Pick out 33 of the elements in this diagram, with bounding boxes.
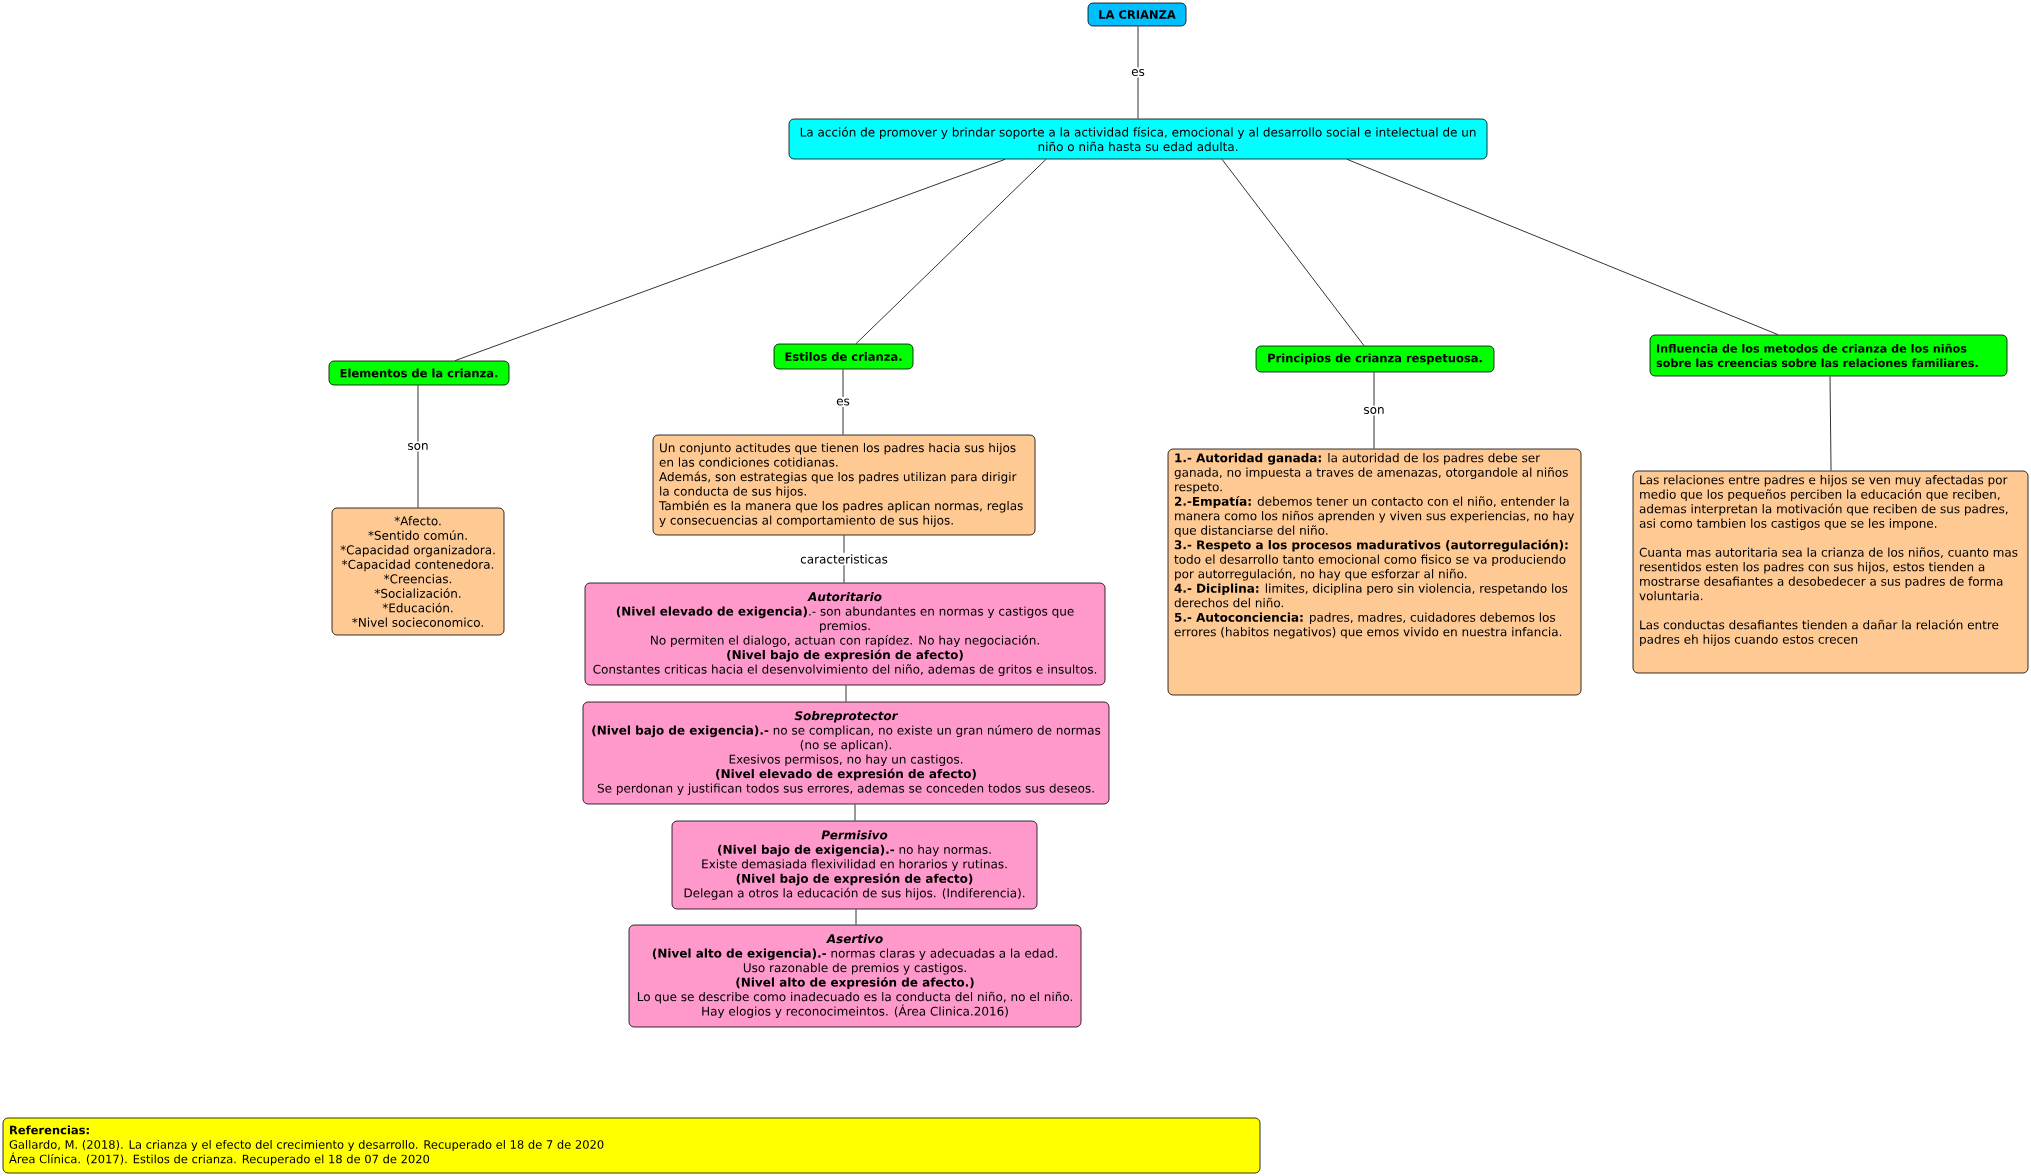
- connector-line: [845, 685, 847, 702]
- style-box: Sobreprotector (Nivel bajo de exigencia).- no se complican, no existe un gran número de normas (no se aplican). Exesivos permisos, no hay un castigos. (Nivel elevado de expresión de afecto) Se perdonan y justifican todos sus errores, ademas se conceden todos sus deseos.: [582, 701, 1110, 805]
- concept-box: Estilos de crianza.: [773, 343, 914, 370]
- title-box: LA CRIANZA: [1087, 2, 1187, 27]
- connector-line: [842, 369, 844, 435]
- edge-label: son: [405, 441, 431, 452]
- references-box: Referencias: Gallardo, M. (2018). La crianza y el efecto del crecimiento y desarrollo. Recuperado el 18 de 7 de 2020 Área Clínica. (2017). Estilos de crianza. Recuperado el 18 de 07 de 2020: [2, 1117, 1261, 1174]
- concept-box: 1.- Autoridad ganada: la autoridad de los padres debe ser ganada, no impuesta a traves de amenazas, otorgandole al niños respeto. 2.-Empatía: debemos tener un contacto con el niño, entender la manera como los niños aprenden y viven sus experiencias, no hay que distanciarse del niño. 3.- Respeto a los procesos madurativos (autorregulación): todo el desarrollo tanto emocional como fisico se va produciendo por autorregulación, no hay que esforzar al niño. 4.- Diciplina: limites, diciplina pero sin violencia, respetando los derechos del niño. 5.- Autoconciencia: padres, madres, cuidadores debemos los errores (habitos negativos) que emos vivido en nuestra infancia.: [1167, 448, 1582, 696]
- connector-line: [843, 535, 845, 583]
- style-box: Permisivo (Nivel bajo de exigencia).- no hay normas. Existe demasiada flexivilidad en horarios y rutinas. (Nivel bajo de expresión de afecto) Delegan a otros la educación de sus hijos. (Indiferencia).: [671, 820, 1038, 910]
- concept-box: Influencia de los metodos de crianza de los niños sobre las creencias sobre las relaciones familiares.: [1649, 334, 2008, 377]
- edge-label: son: [1361, 405, 1387, 416]
- edge-label: es: [1129, 67, 1147, 78]
- style-box: Autoritario (Nivel elevado de exigencia).- son abundantes en normas y castigos que premios. No permiten el dialogo, actuan con rapídez. No hay negociación. (Nivel bajo de expresión de afecto) Constantes criticas hacia el desenvolvimiento del niño, ademas de gritos e insultos.: [584, 582, 1106, 686]
- style-box: Asertivo (Nivel alto de exigencia).- normas claras y adecuadas a la edad. Uso razonable de premios y castigos. (Nivel alto de expresión de afecto.) Lo que se describe como inadecuado es la conducta del niño, no el niño. Hay elogios y reconocimeintos. (Área Clinica.2016): [628, 924, 1082, 1028]
- connector-line: [855, 909, 857, 925]
- concept-box: Un conjunto actitudes que tienen los padres hacia sus hijos en las condiciones cotidianas. Además, son estrategias que los padres utilizan para dirigir la conducta de sus hijos. También es la manera que los padres aplican normas, reglas y consecuencias al comportamiento de sus hijos.: [652, 434, 1036, 536]
- connector-line: [1346, 159, 1779, 335]
- edge-label: caracteristicas: [798, 552, 890, 566]
- connector-line: [854, 804, 856, 821]
- connector-line: [1829, 376, 1832, 471]
- connector-line: [1373, 372, 1375, 449]
- concept-box: Principios de crianza respetuosa.: [1255, 345, 1495, 373]
- edge-label: es: [834, 397, 852, 407]
- concept-box: La acción de promover y brindar soporte a la actividad física, emocional y al desarrollo social e intelectual de un niño o niña hasta su edad adulta.: [788, 118, 1488, 160]
- connector-line: [1137, 26, 1139, 119]
- connector-line: [454, 159, 1006, 361]
- concept-box: Elementos de la crianza.: [328, 360, 510, 386]
- concept-box: *Afecto. *Sentido común. *Capacidad organizadora. *Capacidad contenedora. *Creencias. *Socialización. *Educación. *Nivel socieconomico.: [331, 507, 505, 636]
- concept-box: Las relaciones entre padres e hijos se ven muy afectadas por medio que los pequeños perciben la educación que reciben, ademas interpretan la motivación que reciben de sus padres, asi como tambien los castigos que se les impone. Cuanta mas autoritaria sea la crianza de los niños, cuanto mas resentidos esten los padres con sus hijos, estos tienden a mostrarse desafiantes a desobedecer a sus padres de forma voluntaria. Las conductas desafiantes tienden a dañar la relación entre padres eh hijos cuando estos crecen: [1632, 470, 2029, 674]
- connector-line: [855, 159, 1047, 344]
- connector-line: [1221, 159, 1365, 346]
- connector-line: [417, 385, 419, 508]
